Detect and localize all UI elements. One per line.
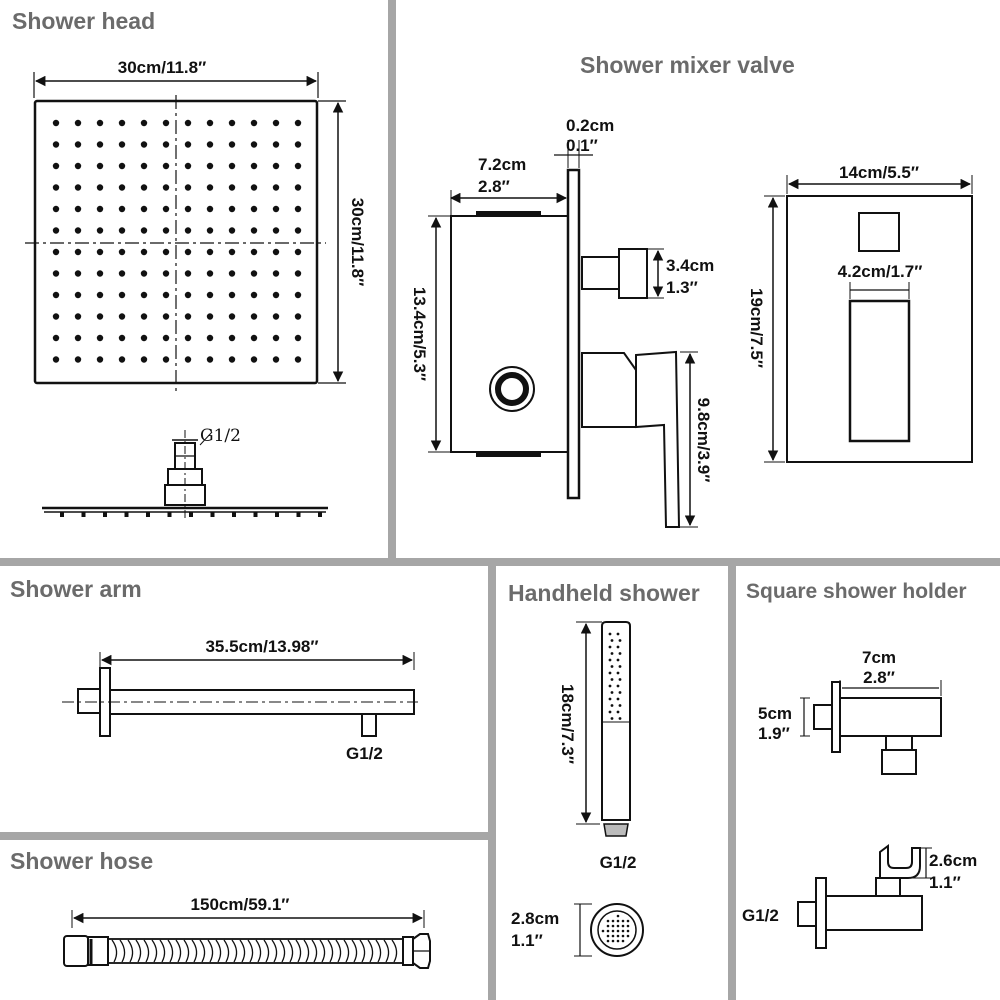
handheld-diameter-cm: 2.8cm: [511, 909, 559, 928]
shower-holder-title: Square shower holder: [746, 580, 967, 603]
holder-depth-in: 2.8″: [863, 668, 895, 687]
shower-head-drawing: 30cm/11.8″ 30cm/11.8″ G1/2: [25, 58, 367, 520]
shower-head-height-label: 30cm/11.8″: [348, 198, 367, 287]
handheld-shower-face: [590, 903, 644, 957]
shower-head-title: Shower head: [12, 8, 156, 34]
handheld-shower-title: Handheld shower: [508, 580, 700, 606]
divider-bottom-right-vertical: [728, 566, 736, 1000]
outlet-in: 1.3″: [666, 278, 698, 297]
body-depth-cm: 7.2cm: [478, 155, 526, 174]
body-height-label: 13.4cm/5.3″: [410, 287, 429, 381]
shower-hose-side-view: [63, 933, 431, 969]
shower-head-nozzles: [52, 119, 302, 363]
handheld-shower-body: [601, 621, 631, 837]
mixer-valve-panel: Shower mixer valve 0.2cm 0.1″ 7.: [396, 0, 1000, 558]
plate-thickness-cm: 0.2cm: [566, 116, 614, 135]
shower-arm-title: Shower arm: [10, 576, 142, 602]
shower-head-width-label: 30cm/11.8″: [118, 58, 207, 77]
arm-thread-label: G1/2: [346, 744, 383, 763]
outlet-cm: 3.4cm: [666, 256, 714, 275]
hose-length-label: 150cm/59.1″: [191, 895, 290, 914]
mixer-valve-title: Shower mixer valve: [580, 52, 795, 78]
holder-hook-cm: 2.6cm: [929, 851, 977, 870]
holder-height-in: 1.9″: [758, 724, 790, 743]
handheld-shower-drawing: 18cm/7.3″ G1/2 2.8cm 1.1″: [511, 621, 644, 957]
shower-arm-side-view: [62, 667, 418, 737]
body-depth-in: 2.8″: [478, 177, 510, 196]
shower-hose-panel: Shower hose 150cm/59.1″: [0, 840, 488, 1000]
divider-arm-hose: [0, 832, 488, 840]
mixer-valve-front-view: [786, 195, 973, 463]
handheld-length-label: 18cm/7.3″: [558, 684, 577, 764]
shower-holder-drawing: 7cm 2.8″ 5cm 1.9″ 2.6cm 1.1″ G1/2: [742, 648, 977, 949]
divider-top-vertical: [388, 0, 396, 558]
shower-head-side-view: [42, 430, 328, 520]
arm-length-label: 35.5cm/13.98″: [205, 637, 318, 656]
plate-height-label: 19cm/7.5″: [747, 288, 766, 368]
holder-depth-cm: 7cm: [862, 648, 896, 667]
shower-head-thread-label: G1/2: [200, 426, 241, 446]
divider-bottom-left-vertical: [488, 566, 496, 1000]
plate-thickness-in: 0.1″: [566, 136, 598, 155]
handheld-shower-panel: Handheld shower 18cm/7.3″ G1/2 2.8cm 1.1…: [496, 566, 728, 1000]
handheld-diameter-in: 1.1″: [511, 931, 543, 950]
divider-middle-horizontal: [0, 558, 1000, 566]
shower-hose-title: Shower hose: [10, 848, 154, 874]
holder-height-cm: 5cm: [758, 704, 792, 723]
handheld-thread-label: G1/2: [600, 853, 637, 872]
shower-hose-drawing: 150cm/59.1″: [63, 895, 431, 969]
holder-side-view: [797, 844, 923, 949]
holder-thread-label: G1/2: [742, 906, 779, 925]
holder-top-view: [813, 681, 942, 775]
shower-arm-drawing: 35.5cm/13.98″ G1/2: [62, 637, 418, 763]
shower-head-panel: Shower head 30cm/11.8″ 30cm/11.8″: [0, 0, 388, 558]
mixer-valve-side-view: [450, 168, 681, 528]
shower-holder-panel: Square shower holder 7cm 2.8″ 5cm 1.9″: [736, 566, 1000, 1000]
holder-hook-in: 1.1″: [929, 873, 961, 892]
plate-width-label: 14cm/5.5″: [839, 163, 919, 182]
shower-arm-panel: Shower arm 35.5cm/13.98″ G1/2: [0, 566, 488, 832]
mixer-valve-drawing: 0.2cm 0.1″ 7.2cm 2.8″ 13.4cm/5.3″ 3.4cm …: [410, 116, 973, 528]
handle-width-label: 4.2cm/1.7″: [838, 262, 923, 281]
handle-label: 9.8cm/3.9″: [694, 398, 713, 483]
